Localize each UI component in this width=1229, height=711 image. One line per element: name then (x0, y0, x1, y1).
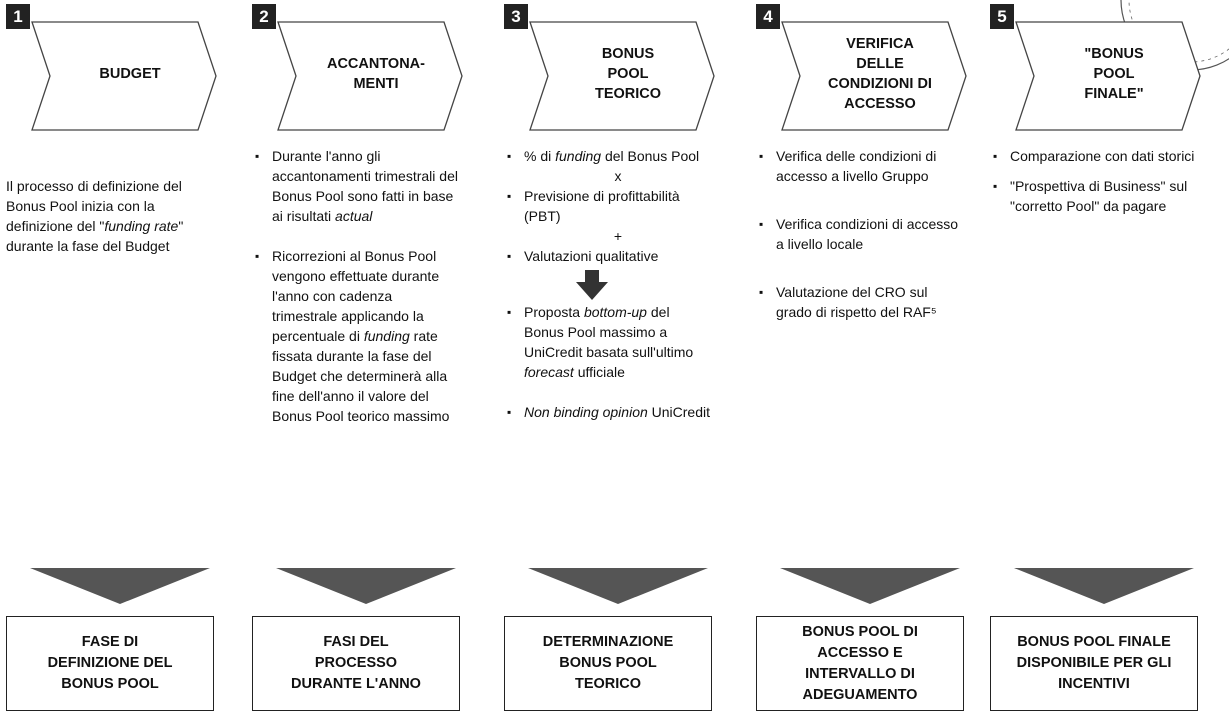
outcome-box: BONUS POOL DI ACCESSO E INTERVALLO DI AD… (756, 616, 964, 711)
step-2: 2 ACCANTONA- MENTI Durante l'anno gli ac… (248, 0, 488, 711)
step-bullets: Comparazione con dati storici "Prospetti… (990, 146, 1198, 216)
list-item: Verifica condizioni di accesso a livello… (756, 214, 964, 254)
list-item: "Prospettiva di Business" sul "corretto … (990, 176, 1198, 216)
chevron-shape (31, 21, 217, 131)
down-arrow-icon (276, 568, 456, 604)
chevron-shape (277, 21, 463, 131)
operator-plus: + (613, 228, 623, 244)
down-arrow-icon (780, 568, 960, 604)
list-item: Previsione di profittabilità (PBT) (504, 186, 712, 226)
step-description: Il processo di definizione del Bonus Poo… (6, 178, 184, 254)
list-item: Proposta bottom-up del Bonus Pool massim… (504, 302, 712, 382)
list-item: Verifica delle condizioni di accesso a l… (756, 146, 964, 186)
step-number: 2 (252, 4, 276, 29)
step-title: "BONUS POOL FINALE" (1084, 46, 1144, 102)
step-bullets: Verifica delle condizioni di accesso a l… (756, 146, 964, 322)
arrow-down-icon (504, 270, 712, 300)
step-1: 1 BUDGET Il processo di definizione del … (2, 0, 242, 711)
list-item: Valutazioni qualitative (504, 246, 712, 266)
step-bullets: Durante l'anno gli accantonamenti trimes… (252, 146, 460, 426)
step-title: VERIFICA DELLE CONDIZIONI DI ACCESSO (828, 36, 932, 112)
step-title: ACCANTONA- MENTI (326, 56, 425, 92)
outcome-box: FASE DI DEFINIZIONE DEL BONUS POOL (6, 616, 214, 711)
down-arrow-icon (528, 568, 708, 604)
outcome-box: BONUS POOL FINALE DISPONIBILE PER GLI IN… (990, 616, 1198, 711)
step-title: BONUS POOL TEORICO (594, 46, 662, 102)
step-bullets: % di funding del Bonus Pool x Previsione… (504, 146, 712, 422)
step-4: 4 VERIFICA DELLE CONDIZIONI DI ACCESSO V… (752, 0, 992, 711)
step-5: 5 "BONUS POOL FINALE" Comparazione con d… (986, 0, 1229, 711)
list-item: Comparazione con dati storici (990, 146, 1198, 166)
chevron-shape (1015, 21, 1201, 131)
step-3: 3 BONUS POOL TEORICO % di funding del Bo… (500, 0, 740, 711)
down-arrow-icon (1014, 568, 1194, 604)
list-item: Non binding opinion UniCredit (504, 402, 712, 422)
step-number: 4 (756, 4, 780, 29)
down-arrow-icon (30, 568, 210, 604)
step-number: 1 (6, 4, 30, 29)
step-number: 3 (504, 4, 528, 29)
outcome-box: FASI DEL PROCESSO DURANTE L'ANNO (252, 616, 460, 711)
step-number: 5 (990, 4, 1014, 29)
outcome-box: DETERMINAZIONE BONUS POOL TEORICO (504, 616, 712, 711)
step-title: BUDGET (99, 66, 161, 82)
list-item: Durante l'anno gli accantonamenti trimes… (252, 146, 460, 226)
list-item: % di funding del Bonus Pool (504, 146, 712, 166)
list-item: Valutazione del CRO sul grado di rispett… (756, 282, 964, 322)
operator-x: x (614, 168, 622, 184)
chevron-shape (529, 21, 715, 131)
list-item: Ricorrezioni al Bonus Pool vengono effet… (252, 246, 460, 426)
chevron-shape (781, 21, 967, 131)
